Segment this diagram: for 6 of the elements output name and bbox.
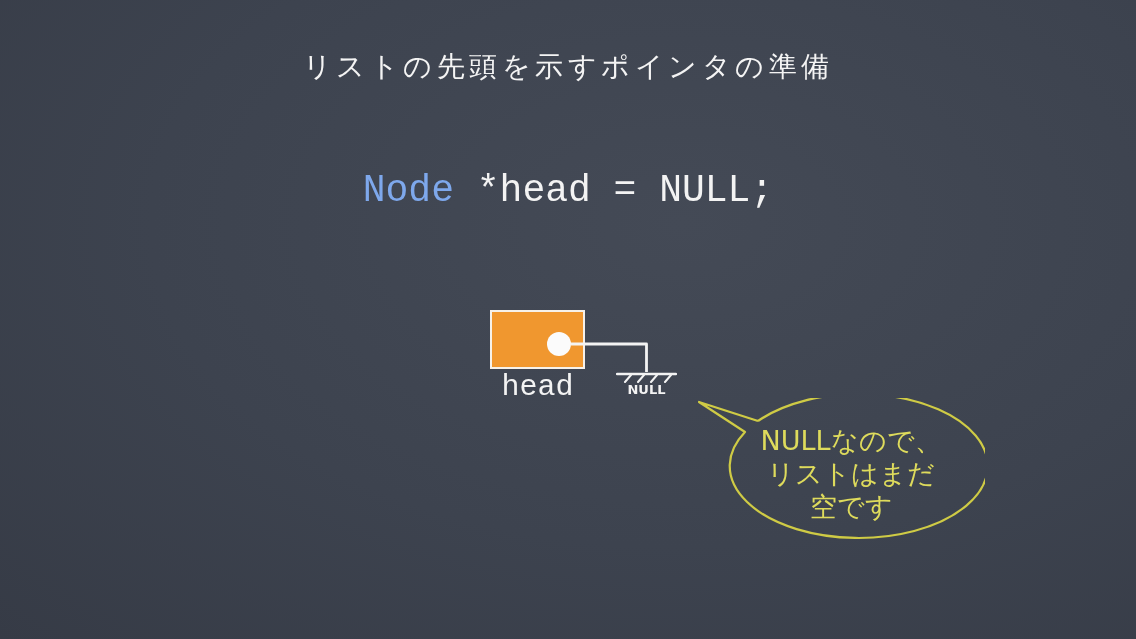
bubble-text: NULLなので、リストはまだ空です: [759, 423, 943, 523]
pointer-dot: [547, 332, 571, 356]
null-label: NULL: [627, 382, 666, 398]
code-line: Node *head = NULL;: [362, 169, 774, 213]
slide-title: リストの先頭を示すポインタの準備: [302, 49, 834, 85]
variable-name: head: [501, 370, 574, 404]
